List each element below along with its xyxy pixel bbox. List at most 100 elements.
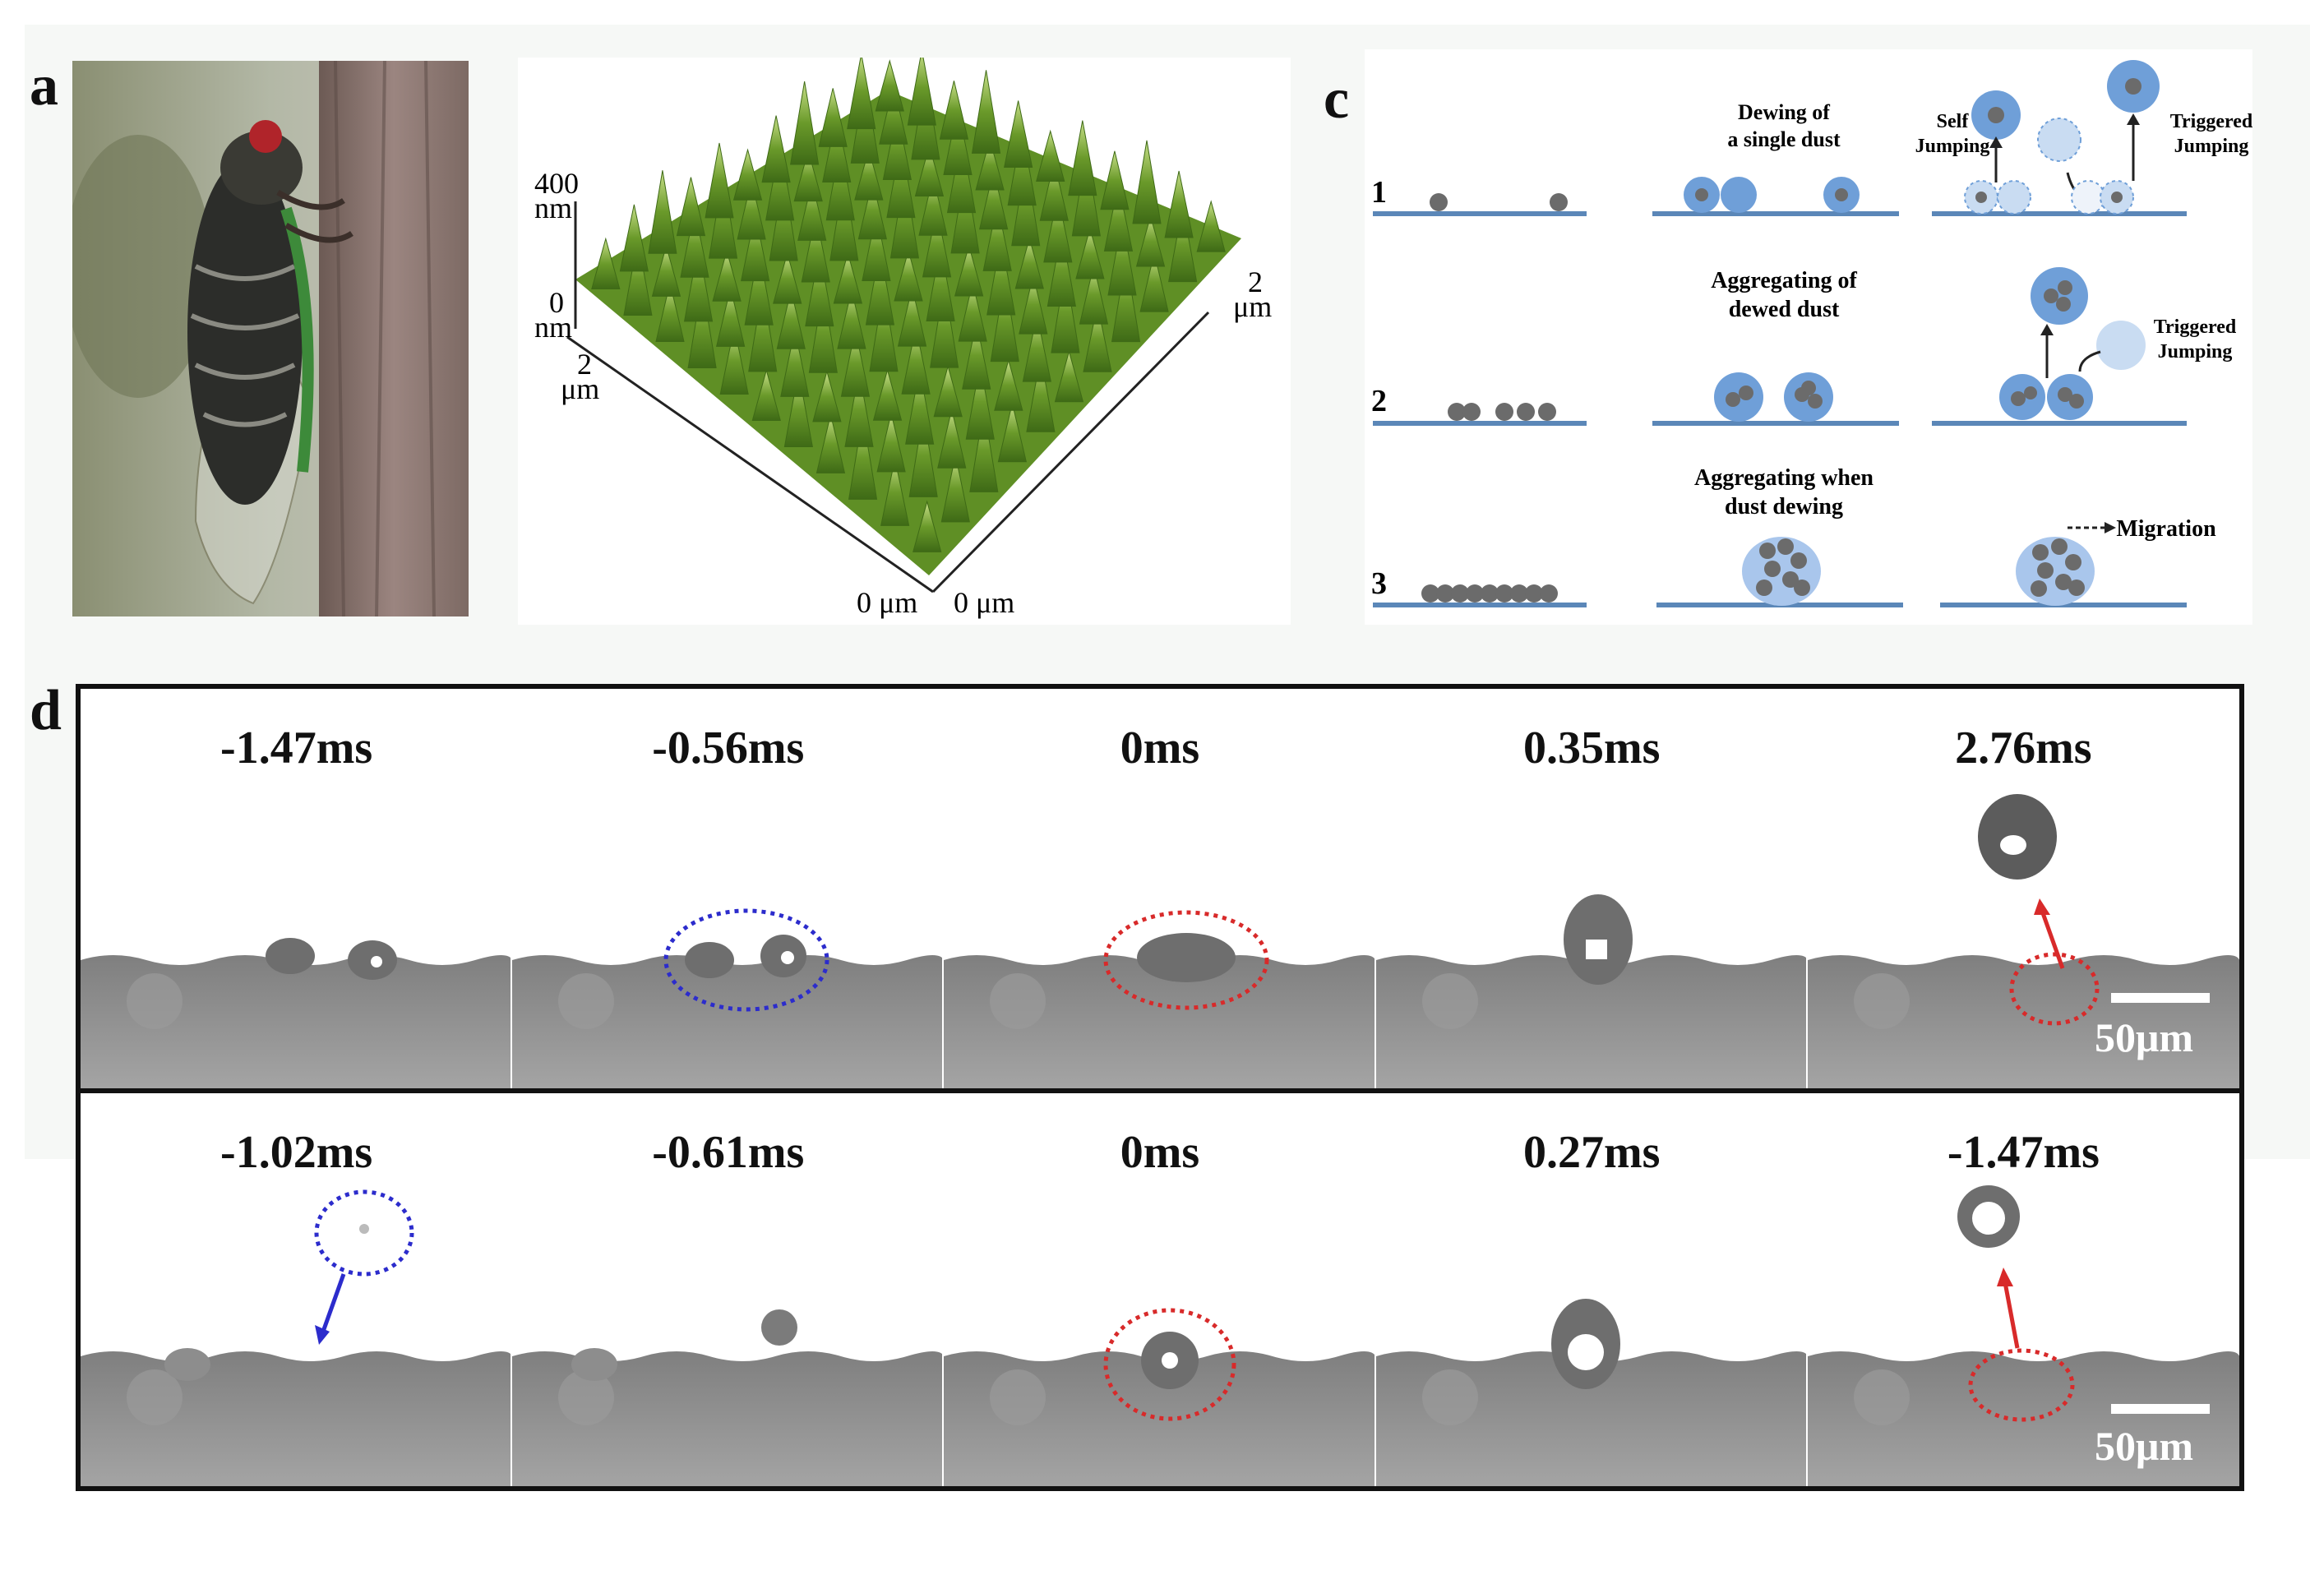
afm-nanopillar [1022, 315, 1051, 382]
left-origin-label: 0 μm [857, 586, 917, 619]
z-axis-bottom-unit: nm [534, 311, 572, 344]
afm-nanopillar [651, 244, 681, 297]
left-axis-max-label: 2 [577, 348, 592, 381]
afm-nanopillar [1068, 120, 1097, 196]
afm-nanopillar [894, 249, 923, 302]
afm-nanopillar [969, 409, 999, 492]
afm-nanopillar [741, 214, 770, 282]
afm-nanopillar [875, 59, 904, 112]
afm-nanopillar [982, 204, 1012, 271]
afm-nanopillar [1019, 275, 1048, 335]
afm-nanopillar [687, 284, 717, 368]
afm-nanopillar [619, 204, 649, 272]
droplet-event [164, 1189, 414, 1381]
afm-nanopillar [1100, 150, 1130, 210]
timestamp-label: -0.56ms [652, 723, 805, 773]
afm-nanopillar [1026, 357, 1056, 432]
afm-nanopillar [918, 177, 948, 236]
right-axis-max-label: 2 [1248, 266, 1263, 298]
schematic-row-3-number: 3 [1371, 566, 1387, 601]
right-origin-label: 0 μm [954, 586, 1014, 619]
afm-nanopillar [986, 239, 1016, 316]
afm-nanopillar [705, 142, 734, 219]
afm-nanopillar [815, 414, 846, 473]
row1-mid-title-1: Dewing of [1738, 100, 1830, 124]
droplet-event [1957, 1185, 2075, 1422]
droplet-event [1103, 1308, 1236, 1421]
z-axis-top-unit: nm [534, 192, 572, 224]
afm-nanopillar [943, 108, 973, 175]
afm-nanopillar [1014, 237, 1044, 289]
timestamp-label: -1.47ms [1947, 1127, 2100, 1178]
afm-nanopillar [840, 330, 871, 397]
afm-nanopillar [761, 115, 791, 183]
scale-bar-label: 50μm [2095, 1423, 2193, 1469]
row3-mid-title-1: Aggregating when [1694, 465, 1874, 491]
afm-nanopillar [773, 252, 802, 304]
afm-nanopillar [922, 210, 952, 278]
afm-nanopillar [1007, 130, 1037, 206]
schematic-row-2-number: 2 [1371, 384, 1387, 418]
afm-nanopillar [930, 284, 959, 368]
afm-nanopillar [865, 249, 895, 326]
afm-nanopillar [946, 137, 977, 214]
afm-nanopillar [719, 327, 749, 395]
afm-nanopillar [776, 290, 806, 349]
afm-nanopillar [1196, 200, 1226, 252]
afm-nanopillar [933, 364, 963, 418]
sequence-frame: -1.47ms [1807, 1093, 2239, 1486]
afm-nanopillar [744, 250, 774, 326]
afm-nanopillar [783, 372, 813, 447]
afm-nanopillar [854, 148, 884, 201]
afm-nanopillar [954, 244, 984, 297]
sequence-frame: 0.35ms [1375, 689, 1808, 1088]
sequence-frame: -0.56ms [512, 689, 945, 1088]
afm-nanopillar [680, 210, 709, 278]
afm-nanopillar [676, 177, 706, 237]
afm-nanopillar [1039, 162, 1069, 221]
afm-nanopillar [879, 85, 908, 145]
afm-nanopillar [997, 403, 1027, 463]
afm-nanopillar [897, 288, 927, 347]
row1-self-jumping-2: Jumping [1915, 136, 1990, 157]
afm-nanopillar [1054, 349, 1084, 403]
droplet-event [571, 1309, 798, 1381]
row1-self-jumping-1: Self [1937, 111, 1970, 132]
afm-nanopillar [683, 246, 714, 322]
sequence-frame: -1.47ms [81, 689, 513, 1088]
afm-nanopillar [648, 170, 677, 254]
afm-nanopillar [882, 113, 912, 180]
afm-nanopillar [748, 288, 778, 372]
afm-nanopillar [880, 459, 910, 526]
sequence-frame: -1.02ms [81, 1093, 513, 1486]
afm-nanopillar [1046, 231, 1076, 307]
droplet-event [1563, 894, 1633, 985]
timestamp-label: -1.02ms [220, 1127, 373, 1178]
afm-nanopillar [1043, 195, 1073, 263]
afm-nanopillar [751, 368, 781, 421]
afm-nanopillar [837, 290, 866, 349]
droplet-event [1977, 794, 2100, 1026]
afm-nanopillar [1075, 227, 1105, 279]
afm-nanopillar [872, 368, 903, 421]
afm-nanopillar [797, 182, 827, 241]
panel-label-c: c [1324, 67, 1350, 131]
dewing-mechanism-schematic: 1 2 3 Dewing of a single dust Self Jumpi… [1365, 49, 2253, 625]
sequence-frame: 2.76ms [1807, 689, 2239, 1088]
left-axis-unit-label: μm [561, 372, 599, 405]
droplet-event [1103, 910, 1269, 1010]
afm-nanopillar [857, 180, 887, 240]
timestamp-label: 0ms [1120, 723, 1200, 773]
afm-nanopillar [732, 148, 763, 201]
row3-migration-label: Migration [2116, 516, 2216, 542]
afm-nanopillar [591, 237, 621, 290]
timestamp-label: 0.35ms [1522, 723, 1661, 773]
afm-nanopillar [905, 369, 935, 445]
schematic-row-1-number: 1 [1371, 175, 1387, 210]
scale-bar [2111, 1404, 2210, 1414]
afm-nanopillar [793, 149, 823, 202]
afm-nanopillar [712, 249, 742, 302]
afm-nanopillar [848, 416, 878, 500]
row2-triggered-jumping-2: Jumping [2158, 341, 2233, 362]
